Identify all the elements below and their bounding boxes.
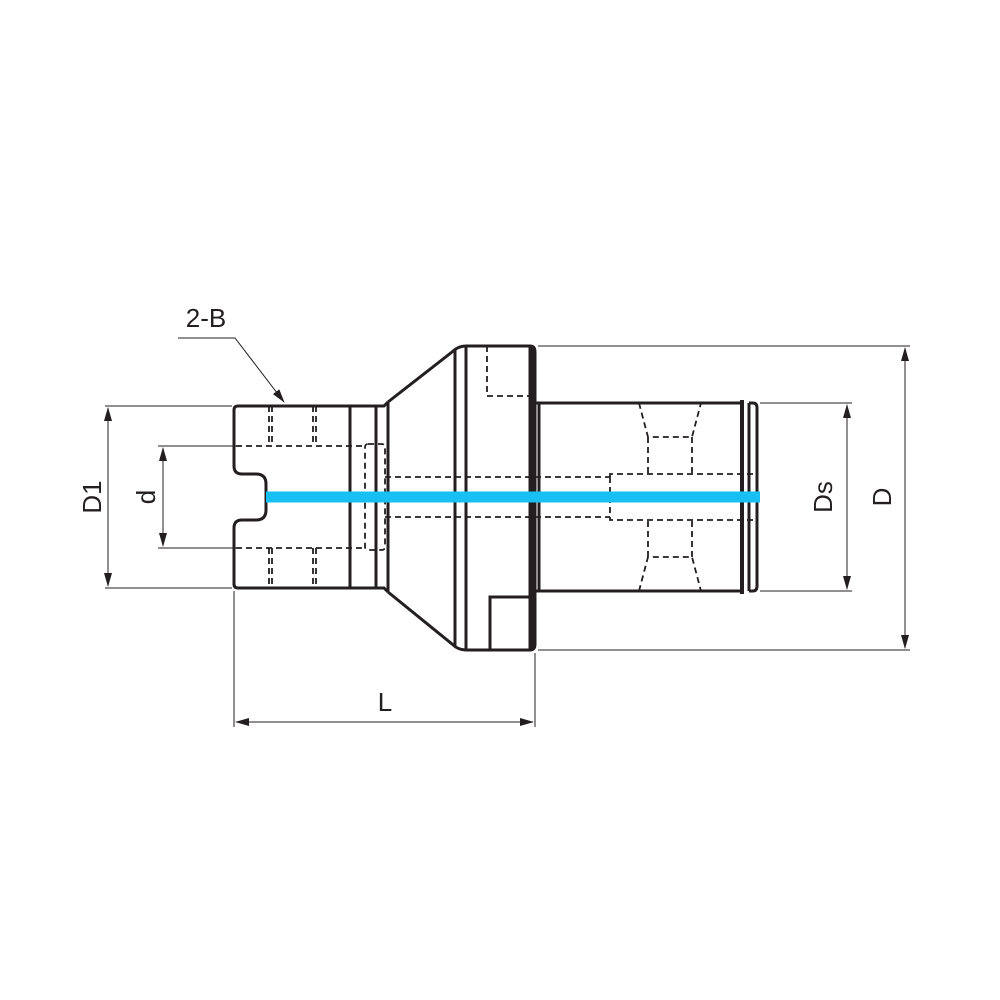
callout-label-2B: 2-B <box>185 303 227 333</box>
hidden-lines <box>236 346 757 592</box>
dimension-label-d: d <box>131 489 161 505</box>
dimension-lines <box>104 337 910 727</box>
dimension-label-D1: D1 <box>77 480 107 514</box>
dimension-label-L: L <box>377 687 393 717</box>
dimension-label-Ds: Ds <box>808 481 838 513</box>
dimension-label-D: D <box>867 487 897 507</box>
